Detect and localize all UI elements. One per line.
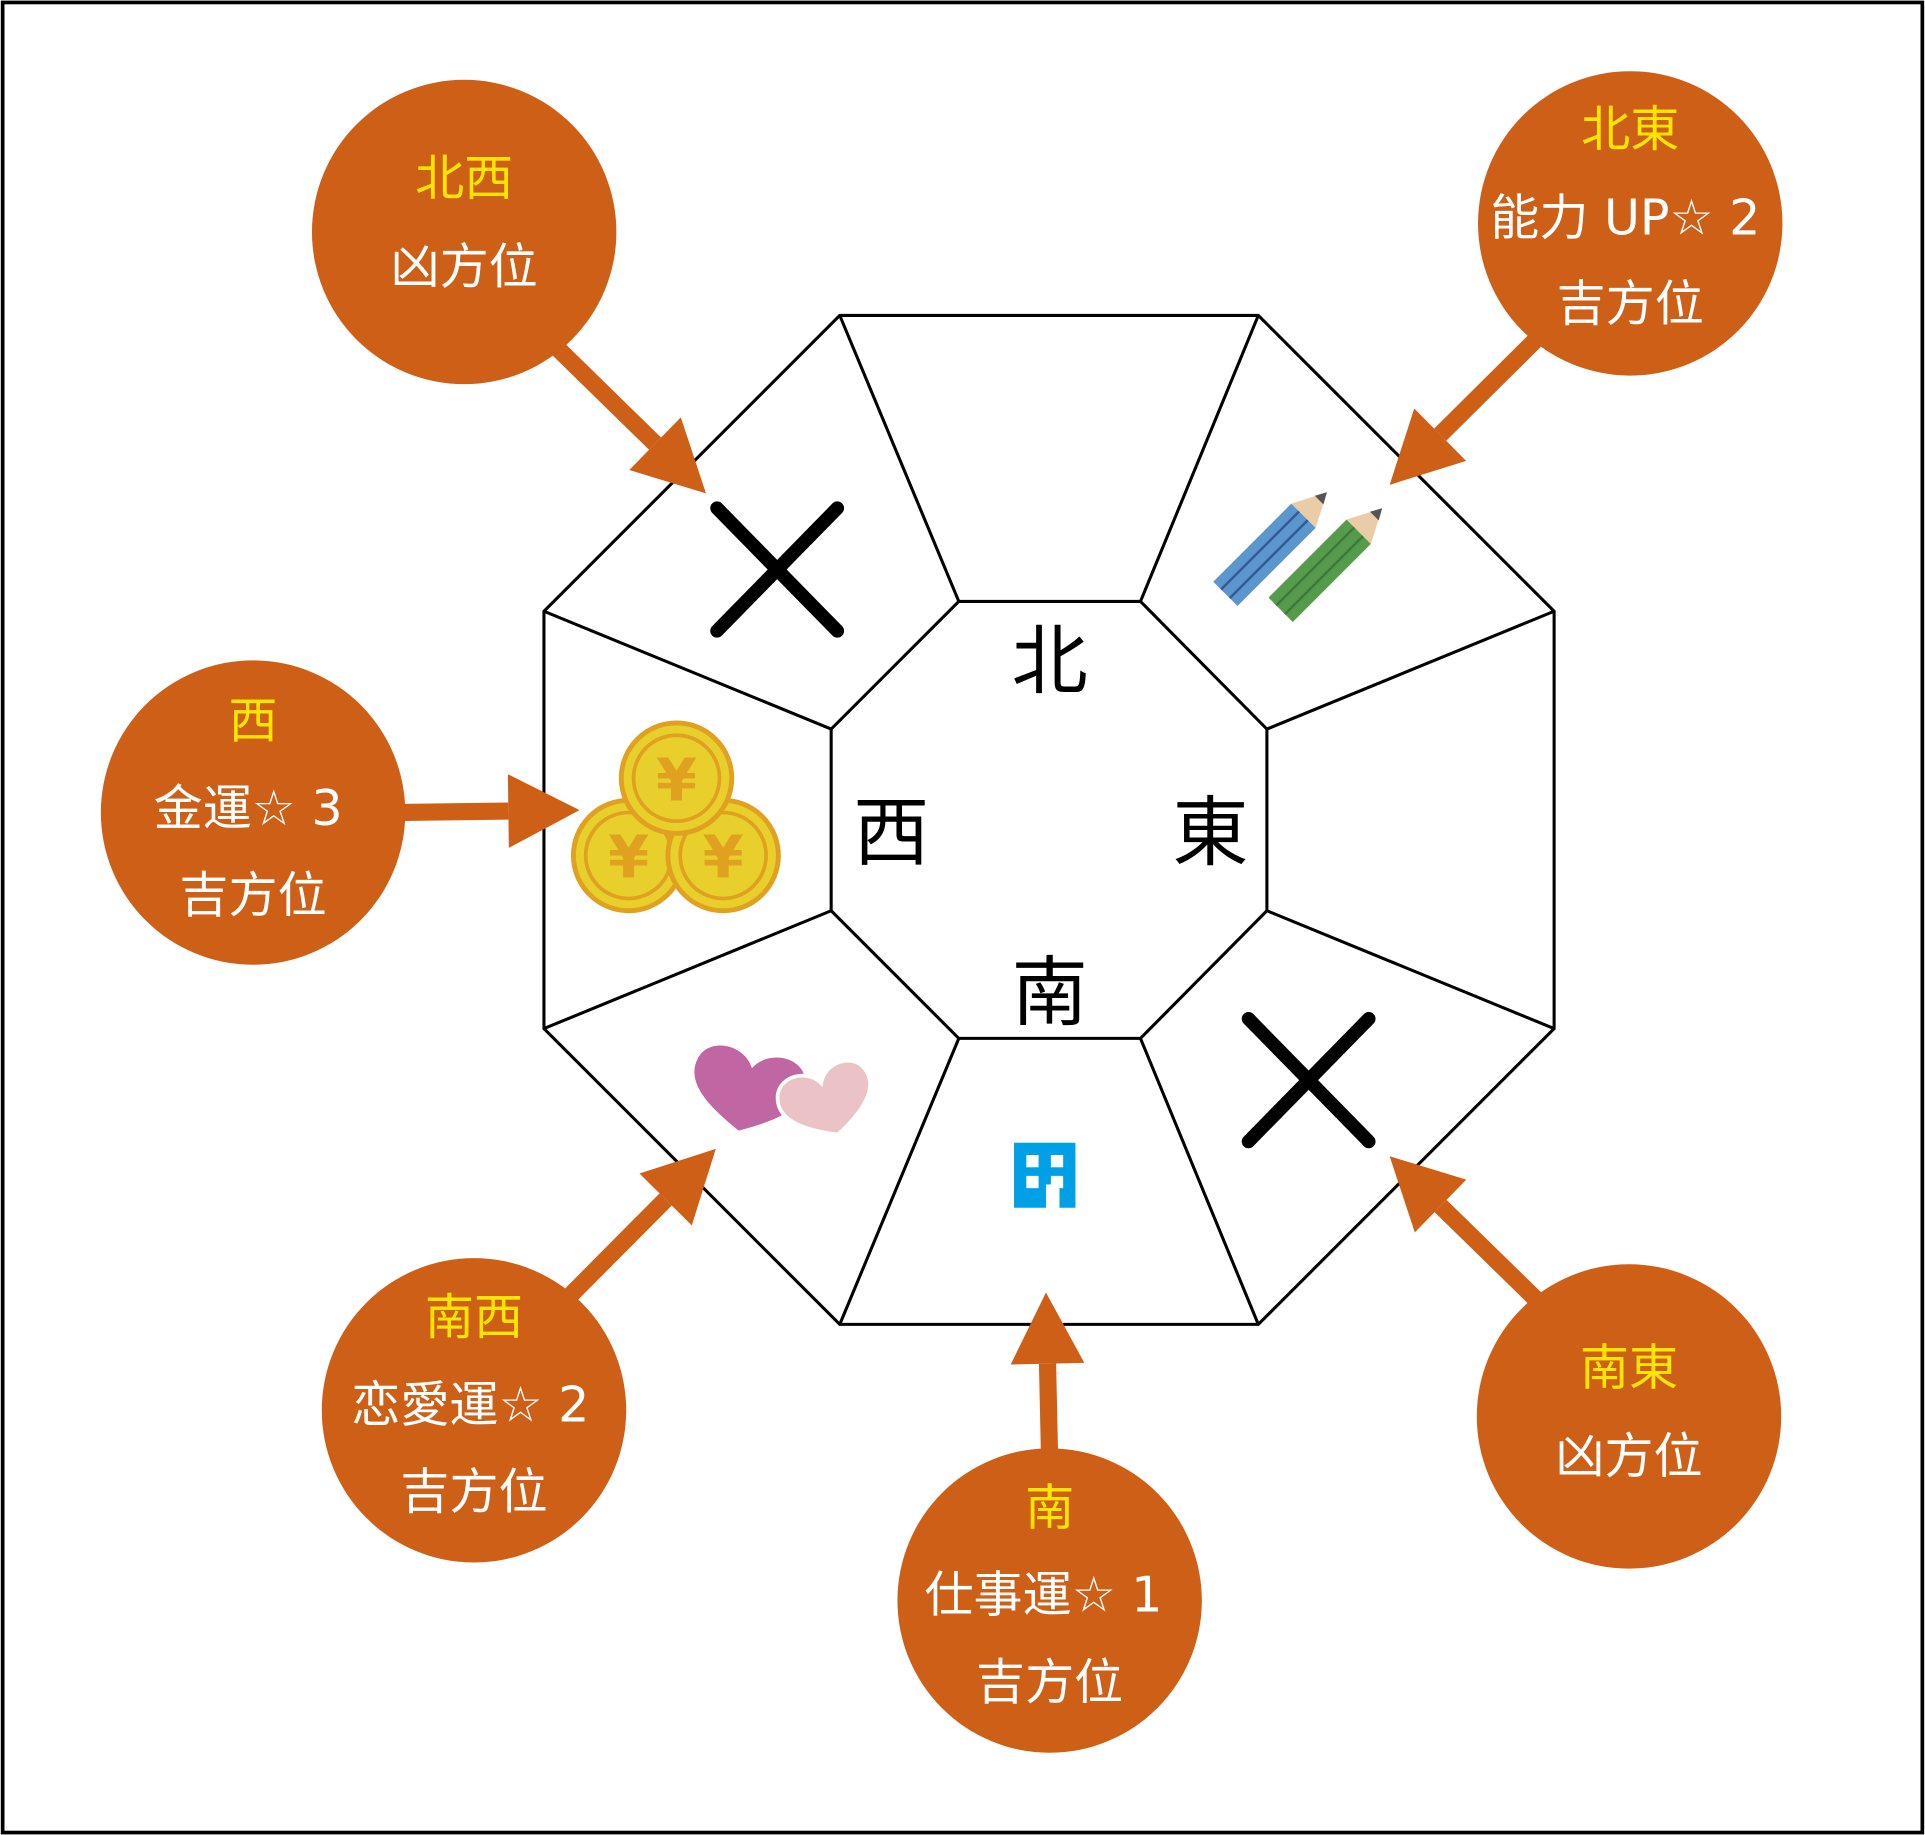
x-mark-icon xyxy=(710,501,845,638)
arrow-shaft xyxy=(392,802,509,822)
coin-yen-symbol: ¥ xyxy=(703,823,744,892)
center-label-west: 西 xyxy=(853,788,929,877)
callout-direction: 南 xyxy=(1025,1478,1074,1536)
callout-line: 吉方位 xyxy=(1557,274,1704,332)
callout-direction: 北東 xyxy=(1581,100,1679,158)
center-label-east: 東 xyxy=(1172,788,1248,877)
pencils-icon xyxy=(1213,492,1383,622)
callout-west: 西 金運☆ 3 吉方位 xyxy=(100,660,406,965)
arrow-shaft xyxy=(1038,1363,1059,1461)
arrow-head xyxy=(1389,408,1467,485)
spokes xyxy=(543,314,1555,1325)
coin-yen-symbol: ¥ xyxy=(656,745,697,814)
callout-line: 吉方位 xyxy=(400,1463,547,1521)
callout-line: 能力 UP☆ 2 xyxy=(1490,188,1760,246)
arrow-head xyxy=(639,1148,716,1226)
center-label-north: 北 xyxy=(1012,616,1088,705)
callout-southwest: 南西 恋愛運☆ 2 吉方位 xyxy=(321,1258,627,1563)
callout-direction: 南西 xyxy=(425,1288,523,1346)
callout-line: 金運☆ 3 xyxy=(154,779,343,837)
callout-southeast: 南東 凶方位 xyxy=(1476,1264,1782,1569)
callout-direction: 西 xyxy=(229,692,278,750)
callout-line: 吉方位 xyxy=(179,866,326,924)
callout-direction: 北西 xyxy=(415,149,513,207)
building-icon xyxy=(1014,1142,1076,1208)
callout-line: 恋愛運☆ 2 xyxy=(351,1375,589,1433)
arrow-head xyxy=(507,774,580,848)
coin-yen-symbol: ¥ xyxy=(608,823,649,892)
octagon-grid xyxy=(542,313,1556,1326)
callout-line: 凶方位 xyxy=(1555,1427,1702,1485)
arrow-head xyxy=(1010,1292,1085,1365)
callout-line: 凶方位 xyxy=(391,238,538,296)
x-mark-icon xyxy=(1241,1012,1376,1149)
hearts-icon xyxy=(694,1045,872,1137)
callout-line: 仕事運☆ 1 xyxy=(924,1566,1162,1624)
coin: ¥ xyxy=(618,720,735,836)
yen-coins-icon: ¥ ¥ ¥ xyxy=(570,720,781,914)
arrow-head xyxy=(1389,1156,1467,1233)
callout-line: 吉方位 xyxy=(976,1653,1123,1711)
callout-south: 南 仕事運☆ 1 吉方位 xyxy=(897,1448,1202,1753)
center-label-south: 南 xyxy=(1012,948,1088,1037)
arrow-head xyxy=(629,417,706,494)
callout-northwest: 北西 凶方位 xyxy=(311,79,617,385)
arrow-shaft xyxy=(1434,316,1559,441)
callout-direction: 南東 xyxy=(1580,1339,1678,1397)
callout-northeast: 北東 能力 UP☆ 2 吉方位 xyxy=(1478,71,1783,376)
